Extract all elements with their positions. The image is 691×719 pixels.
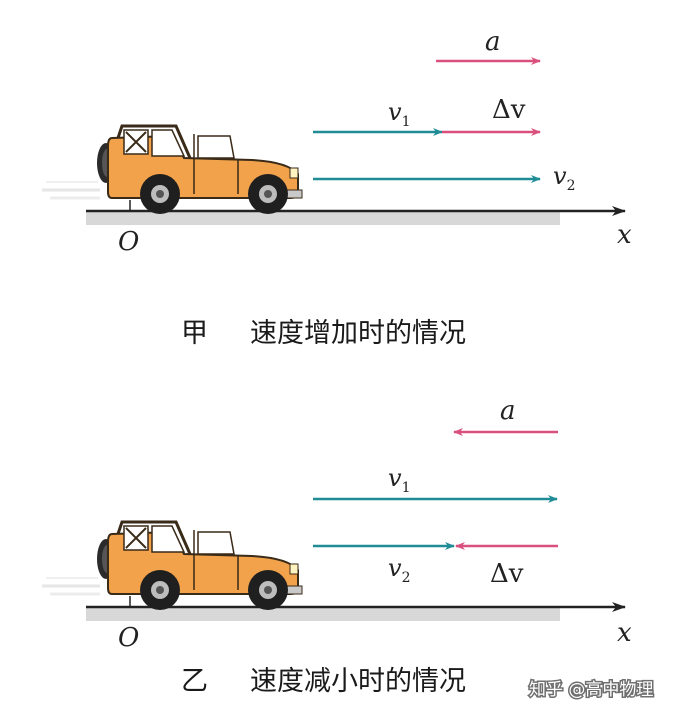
- caption-label: 甲: [181, 318, 208, 349]
- watermark-text: 知乎 @高中物理: [529, 680, 653, 700]
- car-icon: [40, 124, 304, 216]
- origin-label: O: [118, 227, 139, 257]
- ground: [86, 607, 560, 621]
- x-axis-label: x: [617, 220, 632, 250]
- v1-label: v1: [388, 464, 410, 496]
- acceleration-label: a: [500, 396, 516, 426]
- origin-label: O: [118, 623, 139, 653]
- ground: [86, 211, 560, 225]
- acceleration-label: a: [485, 27, 501, 57]
- v1-label: v1: [388, 98, 410, 130]
- caption-text: 速度增加时的情况: [250, 318, 466, 349]
- watermark: 知乎 @高中物理: [528, 679, 655, 702]
- caption-text: 速度减小时的情况: [250, 666, 466, 697]
- delta-v-label: Δv: [492, 95, 526, 125]
- x-axis-label: x: [617, 618, 632, 648]
- v2-label: v2: [553, 162, 575, 194]
- delta-v-label: Δv: [490, 559, 524, 589]
- car-icon: [40, 520, 304, 612]
- caption-label: 乙: [181, 666, 208, 697]
- diagram-accelerating: a v1 Δv v2 O x 甲 速度增加时的情况: [40, 27, 632, 349]
- diagram-decelerating: a v1 v2 Δv O x 乙 速度减小时的情况: [40, 396, 632, 697]
- v2-label: v2: [388, 554, 410, 586]
